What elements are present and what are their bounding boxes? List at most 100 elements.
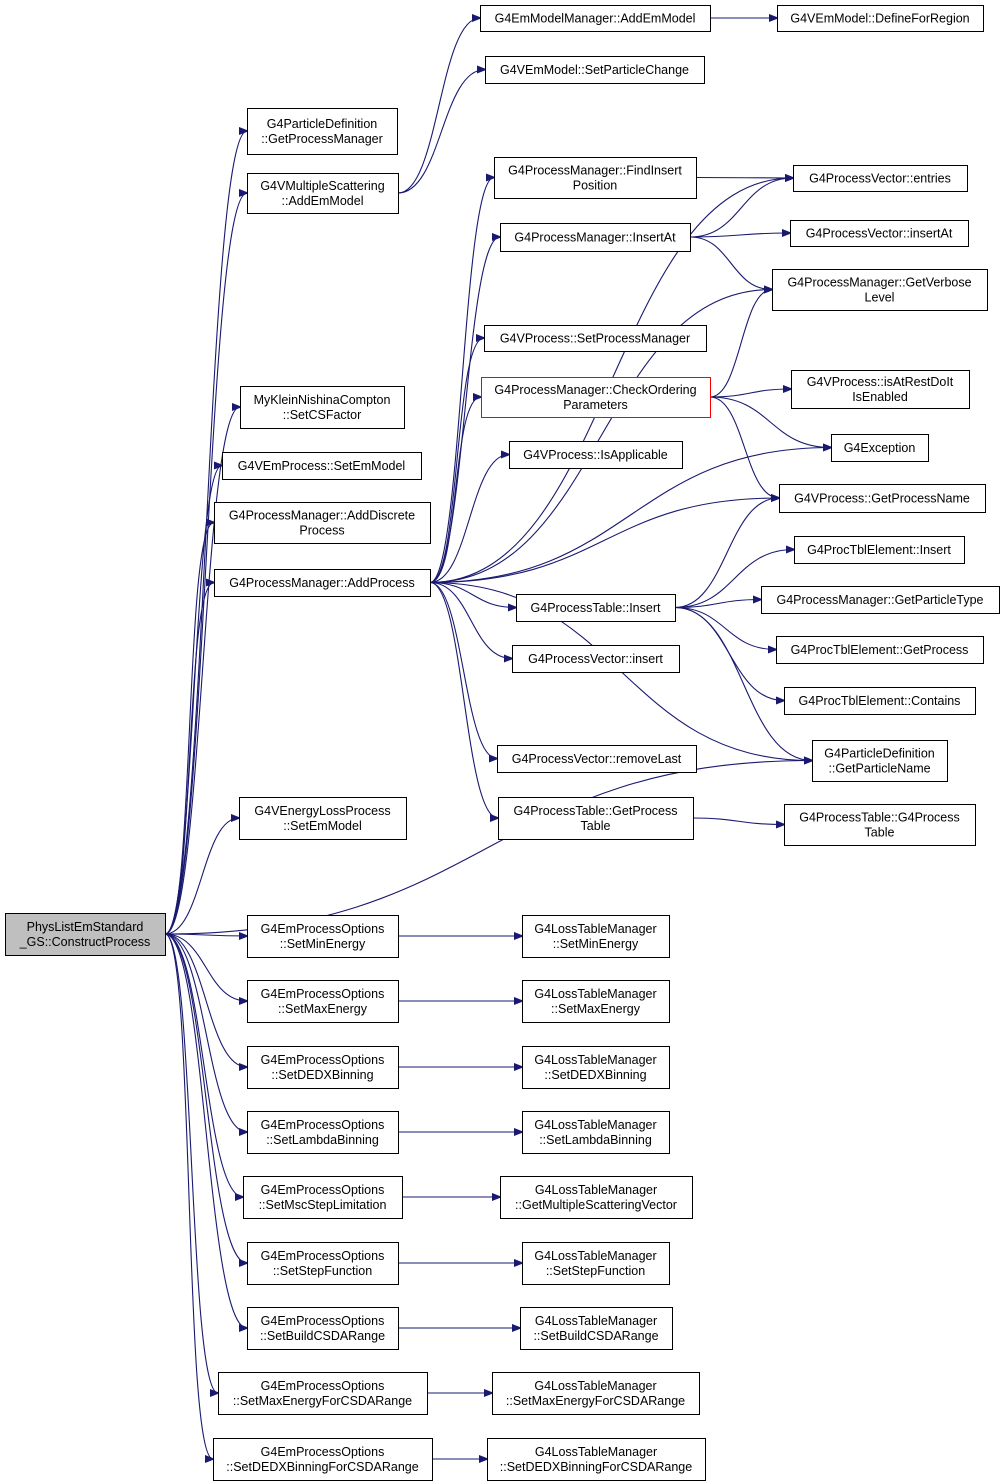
node-label-line: G4ProcTblElement::Contains: [799, 694, 961, 708]
node-vp_isapp[interactable]: G4VProcess::IsApplicable: [509, 441, 683, 469]
edge-pm_findinsert-to-pv_entries: [695, 178, 793, 179]
node-box: [794, 536, 965, 564]
edge-root-to-epo_setmaxcsda: [164, 933, 218, 1393]
edge-pm_addproc-to-vp_isapp: [429, 455, 509, 584]
node-label-line: G4VProcess::IsApplicable: [523, 448, 668, 462]
node-pv_insert[interactable]: G4ProcessVector::insert: [512, 645, 680, 673]
node-root[interactable]: PhysListEmStandard_GS::ConstructProcess: [5, 913, 166, 956]
edge-pm_checkorder-to-vp_isatrest: [709, 389, 791, 398]
node-pte_insert[interactable]: G4ProcTblElement::Insert: [794, 536, 965, 564]
node-vms_addem[interactable]: G4VMultipleScattering::AddEmModel: [247, 173, 399, 214]
node-ltm_setmax[interactable]: G4LossTableManager::SetMaxEnergy: [522, 980, 670, 1023]
node-label-line: G4ProcessManager::GetParticleType: [776, 593, 983, 607]
node-box: [481, 377, 711, 418]
node-label-line: G4ParticleDefinition: [267, 117, 378, 131]
node-epo_setlambda[interactable]: G4EmProcessOptions::SetLambdaBinning: [247, 1111, 399, 1154]
node-epo_setmaxcsda[interactable]: G4EmProcessOptions::SetMaxEnergyForCSDAR…: [218, 1372, 428, 1415]
node-box: [776, 636, 984, 664]
node-pv_insertat[interactable]: G4ProcessVector::insertAt: [790, 220, 969, 247]
node-pm_checkorder[interactable]: G4ProcessManager::CheckOrderingParameter…: [481, 377, 711, 418]
node-epo_setdedx[interactable]: G4EmProcessOptions::SetDEDXBinning: [247, 1046, 399, 1089]
node-pd_getpm[interactable]: G4ParticleDefinition::GetProcessManager: [247, 108, 398, 155]
node-g4exception[interactable]: G4Exception: [831, 434, 929, 462]
node-epo_setmin[interactable]: G4EmProcessOptions::SetMinEnergy: [247, 915, 399, 958]
node-emmm_addem[interactable]: G4EmModelManager::AddEmModel: [480, 5, 711, 32]
edge-pm_addproc-to-g4exception: [429, 448, 831, 584]
node-label-line: G4EmProcessOptions: [261, 1183, 385, 1197]
node-label-line: G4LossTableManager: [535, 1183, 657, 1197]
node-pd_getname[interactable]: G4ParticleDefinition::GetParticleName: [812, 740, 948, 782]
edge-pm_addproc-to-pm_getverbose: [429, 290, 772, 584]
node-box: [247, 1046, 399, 1089]
node-label-line: _GS::ConstructProcess: [19, 935, 151, 949]
node-label-line: ::SetDEDXBinning: [544, 1068, 646, 1082]
node-vp_getname[interactable]: G4VProcess::GetProcessName: [779, 484, 986, 513]
node-ltm_setlambda[interactable]: G4LossTableManager::SetLambdaBinning: [522, 1111, 670, 1154]
node-epo_setstep[interactable]: G4EmProcessOptions::SetStepFunction: [247, 1242, 399, 1285]
node-box: [509, 441, 683, 469]
node-pv_entries[interactable]: G4ProcessVector::entries: [793, 165, 968, 192]
node-label-line: G4ProcessManager::FindInsert: [508, 164, 682, 178]
node-label-line: G4ProcessManager::AddDiscrete: [229, 509, 415, 523]
node-label-line: Position: [573, 179, 618, 193]
node-epo_setmax[interactable]: G4EmProcessOptions::SetMaxEnergy: [247, 980, 399, 1023]
node-vemp_setem[interactable]: G4VEmProcess::SetEmModel: [222, 452, 422, 480]
node-pt_g4proctable[interactable]: G4ProcessTable::G4ProcessTable: [784, 804, 976, 846]
node-vem_setpc[interactable]: G4VEmModel::SetParticleChange: [485, 56, 705, 84]
node-label-line: G4ProcessVector::insert: [528, 652, 663, 666]
node-box: [779, 484, 986, 513]
node-box: [5, 913, 166, 956]
node-label-line: G4EmProcessOptions: [261, 1445, 385, 1459]
node-ltm_setstep[interactable]: G4LossTableManager::SetStepFunction: [522, 1242, 670, 1285]
node-label-line: ::SetDEDXBinningForCSDARange: [500, 1460, 692, 1474]
node-pm_addproc[interactable]: G4ProcessManager::AddProcess: [214, 569, 431, 597]
node-ltm_setmaxcsda[interactable]: G4LossTableManager::SetMaxEnergyForCSDAR…: [492, 1372, 700, 1415]
node-pte_getproc[interactable]: G4ProcTblElement::GetProcess: [776, 636, 984, 664]
node-label-line: G4VEmModel::SetParticleChange: [500, 63, 689, 77]
node-label-line: G4ProcTblElement::GetProcess: [791, 643, 969, 657]
node-label-line: G4ProcessManager::CheckOrdering: [494, 383, 696, 397]
edge-root-to-epo_setlambda: [164, 933, 247, 1132]
node-label-line: ::SetMaxEnergyForCSDARange: [506, 1394, 685, 1408]
node-label-line: G4ProcessTable::GetProcess: [514, 804, 678, 818]
edge-pm_addproc-to-vp_setpm: [429, 338, 484, 584]
node-pv_removelast[interactable]: G4ProcessVector::removeLast: [497, 745, 697, 773]
node-vp_setpm[interactable]: G4VProcess::SetProcessManager: [484, 325, 707, 352]
node-mykn_setcs[interactable]: MyKleinNishinaCompton::SetCSFactor: [240, 386, 405, 429]
node-box: [790, 220, 969, 247]
node-ltm_setdedx[interactable]: G4LossTableManager::SetDEDXBinning: [522, 1046, 670, 1089]
node-vem_define[interactable]: G4VEmModel::DefineForRegion: [777, 5, 984, 32]
node-box: [791, 370, 970, 409]
node-label-line: IsEnabled: [852, 390, 908, 404]
node-label-line: G4LossTableManager: [534, 1053, 656, 1067]
node-ltm_setmin[interactable]: G4LossTableManager::SetMinEnergy: [522, 915, 670, 958]
edge-root-to-epo_setcsda: [164, 933, 247, 1328]
node-pte_contains[interactable]: G4ProcTblElement::Contains: [784, 687, 976, 715]
node-label-line: ::SetCSFactor: [283, 408, 362, 422]
node-label-line: G4EmProcessOptions: [261, 922, 385, 936]
node-ltm_getmsv[interactable]: G4LossTableManager::GetMultipleScatterin…: [500, 1176, 693, 1219]
node-pt_insert[interactable]: G4ProcessTable::Insert: [516, 594, 676, 622]
node-label-line: G4VProcess::isAtRestDoIt: [807, 375, 954, 389]
node-ltm_setcsda[interactable]: G4LossTableManager::SetBuildCSDARange: [520, 1307, 673, 1350]
edge-root-to-epo_setmin: [164, 934, 247, 936]
node-epo_setmsc[interactable]: G4EmProcessOptions::SetMscStepLimitation: [243, 1176, 403, 1219]
node-epo_setdedxcsda[interactable]: G4EmProcessOptions::SetDEDXBinningForCSD…: [213, 1438, 433, 1481]
node-pm_insertat[interactable]: G4ProcessManager::InsertAt: [500, 223, 691, 252]
node-box: [243, 1176, 403, 1219]
node-label-line: G4EmProcessOptions: [261, 1314, 385, 1328]
edge-pt_insert-to-pte_insert: [674, 550, 794, 609]
node-label-line: ::SetMaxEnergyForCSDARange: [233, 1394, 412, 1408]
node-label-line: G4LossTableManager: [535, 1445, 657, 1459]
node-epo_setcsda[interactable]: G4EmProcessOptions::SetBuildCSDARange: [247, 1307, 399, 1350]
node-box: [247, 108, 398, 155]
node-pm_getptype[interactable]: G4ProcessManager::GetParticleType: [761, 586, 1000, 614]
node-ltm_setdedxcsda[interactable]: G4LossTableManager::SetDEDXBinningForCSD…: [487, 1438, 706, 1481]
node-velp_setem[interactable]: G4VEnergyLossProcess::SetEmModel: [239, 797, 407, 840]
node-label-line: G4ProcessTable::Insert: [531, 601, 661, 615]
